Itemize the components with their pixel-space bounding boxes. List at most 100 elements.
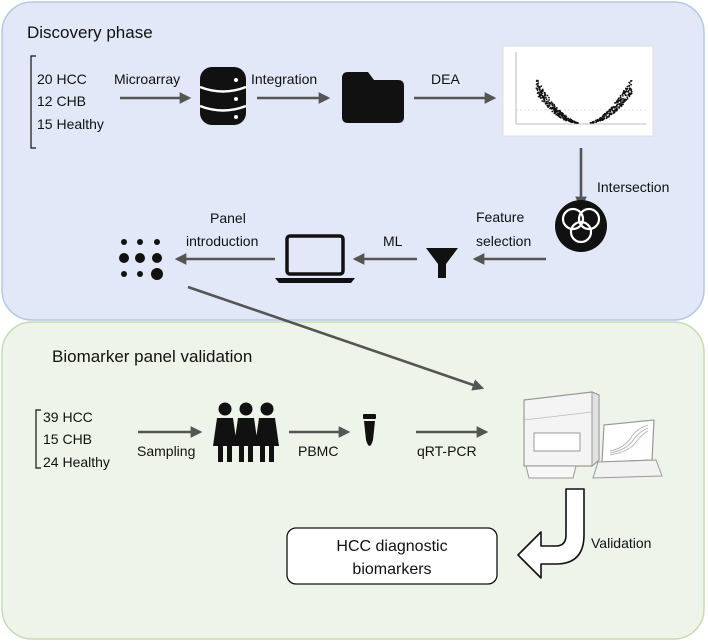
cohort-chb: 12 CHB bbox=[37, 93, 86, 109]
volcano-point bbox=[548, 96, 550, 99]
database-icon bbox=[199, 67, 247, 125]
label-qrtpcr: qRT-PCR bbox=[417, 443, 477, 459]
volcano-point bbox=[603, 112, 606, 115]
volcano-point bbox=[619, 98, 622, 101]
volcano-point bbox=[625, 94, 627, 97]
label-panel: Panel bbox=[210, 210, 246, 226]
volcano-point bbox=[561, 114, 564, 117]
discovery-title: Discovery phase bbox=[27, 23, 153, 42]
volcano-point bbox=[614, 110, 617, 112]
volcano-point bbox=[609, 110, 612, 112]
volcano-plot-icon bbox=[502, 45, 654, 137]
volcano-point bbox=[550, 101, 553, 103]
arrow-panel-to-validation bbox=[187, 285, 485, 391]
volcano-point bbox=[628, 81, 631, 84]
volcano-point bbox=[616, 103, 619, 106]
volcano-point bbox=[537, 95, 540, 98]
volcano-point bbox=[623, 90, 626, 93]
volcano-point bbox=[627, 91, 630, 93]
volcano-point bbox=[592, 121, 595, 124]
label-feature: Feature bbox=[476, 209, 524, 225]
volcano-point bbox=[557, 109, 559, 112]
label-intersection: Intersection bbox=[597, 179, 669, 195]
volcano-point bbox=[605, 115, 607, 117]
validation-arrow bbox=[517, 488, 585, 579]
label-sampling: Sampling bbox=[137, 443, 195, 459]
volcano-point bbox=[538, 88, 541, 90]
volcano-point bbox=[630, 83, 632, 86]
volcano-point bbox=[547, 100, 549, 103]
volcano-point bbox=[617, 98, 619, 101]
volcano-point bbox=[622, 95, 624, 97]
volcano-point bbox=[546, 102, 548, 105]
volcano-point bbox=[620, 103, 623, 106]
computer-icon bbox=[592, 419, 663, 479]
volcano-point bbox=[625, 88, 628, 91]
validation-panel bbox=[1, 321, 705, 640]
volcano-point bbox=[550, 102, 552, 105]
validation-title: Biomarker panel validation bbox=[52, 347, 252, 366]
volcano-point bbox=[624, 92, 626, 94]
volcano-point bbox=[618, 97, 620, 99]
qrtpcr-machine-icon bbox=[523, 391, 600, 479]
volcano-point bbox=[535, 87, 538, 90]
volcano-point bbox=[551, 102, 554, 105]
label-ml: ML bbox=[383, 233, 403, 249]
volcano-point bbox=[539, 97, 542, 99]
volcano-point bbox=[553, 112, 556, 115]
volcano-point bbox=[545, 98, 548, 101]
volcano-point bbox=[626, 96, 629, 99]
volcano-point bbox=[630, 79, 633, 82]
volcano-point bbox=[628, 84, 631, 87]
volcano-point bbox=[543, 99, 546, 102]
volcano-point bbox=[538, 93, 541, 95]
cohort-hcc: 20 HCC bbox=[37, 71, 87, 87]
result-line-2: biomarkers bbox=[352, 561, 431, 578]
volcano-point bbox=[630, 89, 632, 92]
volcano-point bbox=[619, 96, 622, 99]
volcano-point bbox=[565, 115, 568, 118]
volcano-point bbox=[595, 121, 597, 124]
volcano-point bbox=[536, 85, 539, 87]
label-selection: selection bbox=[476, 233, 531, 249]
volcano-point bbox=[553, 105, 556, 108]
validation-cohort-bracket bbox=[35, 409, 41, 469]
volcano-point bbox=[614, 105, 617, 108]
label-microarray: Microarray bbox=[114, 71, 180, 87]
volcano-point bbox=[559, 110, 562, 113]
volcano-point bbox=[613, 111, 616, 114]
volcano-points bbox=[535, 79, 633, 124]
volcano-point bbox=[622, 101, 625, 104]
volcano-point bbox=[548, 104, 551, 107]
volcano-point bbox=[562, 113, 564, 115]
funnel-icon bbox=[426, 248, 458, 278]
volcano-point bbox=[573, 120, 575, 123]
venn-diagram-icon bbox=[555, 200, 607, 252]
volcano-point bbox=[537, 80, 539, 82]
laptop-icon bbox=[275, 234, 355, 283]
volcano-point bbox=[610, 106, 613, 109]
label-dea: DEA bbox=[431, 71, 460, 87]
volcano-point bbox=[544, 93, 547, 96]
cohort-hcc-validation: 39 HCC bbox=[43, 409, 93, 425]
volcano-point bbox=[629, 92, 632, 95]
volcano-point bbox=[539, 91, 541, 94]
volcano-point bbox=[555, 111, 558, 113]
people-icon bbox=[213, 402, 279, 462]
volcano-point bbox=[540, 94, 542, 97]
volcano-point bbox=[546, 104, 549, 107]
volcano-point bbox=[619, 104, 621, 106]
volcano-point bbox=[619, 100, 622, 103]
label-validation: Validation bbox=[591, 535, 651, 551]
tube-icon bbox=[363, 414, 376, 446]
volcano-point bbox=[589, 122, 592, 124]
volcano-point bbox=[596, 120, 599, 122]
volcano-point bbox=[537, 82, 540, 84]
label-integration: Integration bbox=[251, 71, 317, 87]
volcano-point bbox=[599, 119, 602, 121]
volcano-point bbox=[559, 116, 562, 119]
result-line-1: HCC diagnostic bbox=[336, 538, 447, 555]
volcano-point bbox=[548, 99, 551, 101]
volcano-point bbox=[622, 103, 624, 106]
